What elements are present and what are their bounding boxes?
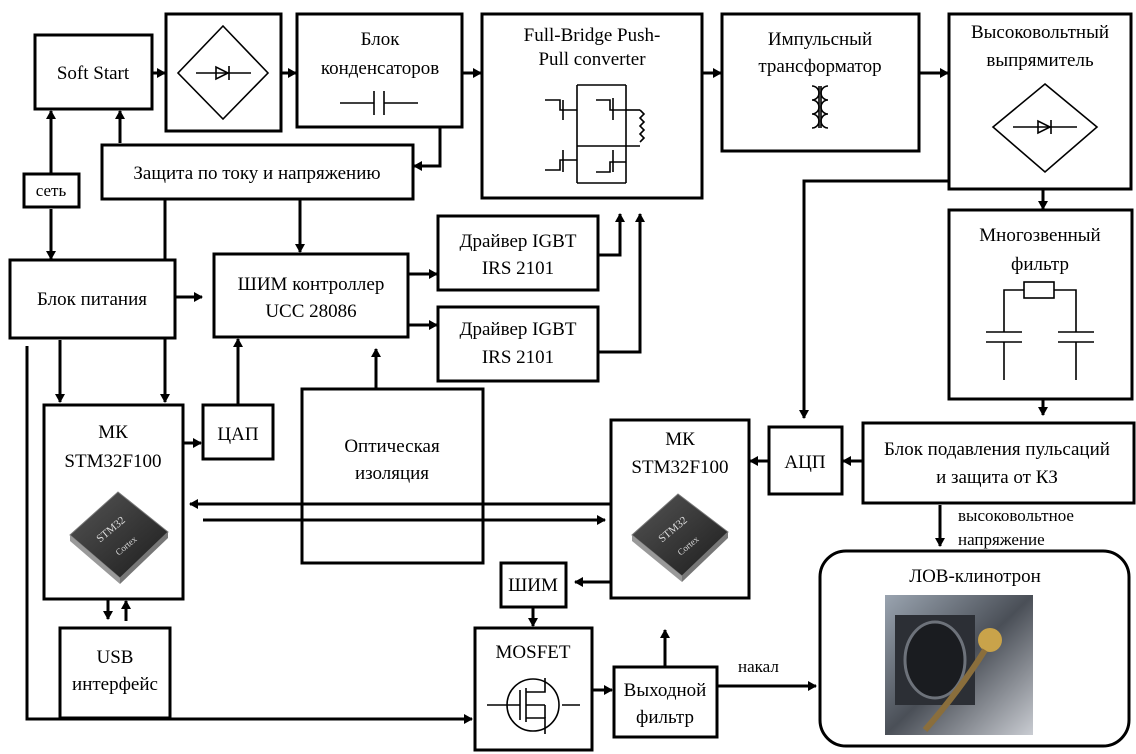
hv-output-label-1: высоковольтное [958,506,1074,525]
hv-rectifier-label-2: выпрямитель [986,50,1094,71]
usb-interface-block: USB интерфейс [60,628,170,718]
transformer-label-1: Импульсный [768,29,872,50]
driver-2-label-2: IRS 2101 [482,347,554,368]
soft-start-block: Soft Start [35,35,152,109]
bwo-clinotron-block: ЛОВ-клинотрон [820,551,1129,746]
pwm-label: ШИМ [508,575,558,596]
input-rectifier-block [166,14,281,131]
ripple-suppression-block: Блок подавления пульсаций и защита от КЗ [863,423,1134,503]
usb-label-2: интерфейс [72,674,158,695]
output-filter-label-2: фильтр [636,707,694,728]
capacitor-bank-block: Блок конденсаторов [297,14,462,127]
pwm-controller-block: ШИМ контроллер UCC 28086 [214,254,408,337]
output-filter-block: Выходной фильтр [614,667,717,737]
output-filter-label-1: Выходной [624,680,707,701]
adc-label: АЦП [784,452,825,473]
converter-label-1: Full-Bridge Push- [524,25,661,46]
pwm-block: ШИМ [501,563,566,607]
filter-label-2: фильтр [1011,254,1069,275]
mcu-right-label-1: МК [665,429,695,450]
mains-block: сеть [24,174,79,207]
mcu-left-label-2: STM32F100 [64,451,161,472]
transformer-block: Импульсный трансформатор [722,14,919,151]
driver-block-1: Драйвер IGBT IRS 2101 [438,216,598,290]
filter-label-1: Многозвенный [979,225,1100,246]
hv-rectifier-label-1: Высоковольтный [971,22,1109,43]
bwo-label: ЛОВ-клинотрон [909,566,1041,587]
driver-2-label-1: Драйвер IGBT [460,319,577,340]
adc-block: АЦП [769,427,842,494]
protection-block: Защита по току и напряжению [102,145,413,199]
converter-block: Full-Bridge Push- Pull converter [482,14,702,198]
driver-block-2: Драйвер IGBT IRS 2101 [438,307,598,381]
ripple-label-2: и защита от КЗ [936,467,1058,488]
transformer-label-2: трансформатор [758,56,881,77]
dac-label: ЦАП [217,424,258,445]
pwm-controller-label-2: UCC 28086 [265,301,356,322]
mosfet-label: MOSFET [496,642,571,663]
multistage-filter-block: Многозвенный фильтр [949,210,1132,399]
hv-rectifier-block: Высоковольтный выпрямитель [949,14,1131,189]
power-supply-label: Блок питания [37,289,147,310]
soft-start-label: Soft Start [57,63,130,84]
usb-label-1: USB [97,647,134,668]
driver-1-label-1: Драйвер IGBT [460,231,577,252]
capacitor-bank-label-2: конденсаторов [321,58,439,79]
optical-isolation-label-1: Оптическая [344,436,440,457]
converter-label-2: Pull converter [538,49,646,70]
protection-label: Защита по току и напряжению [133,163,380,184]
clinotron-photo-icon [885,595,1033,735]
mains-label: сеть [36,181,67,200]
filament-label: накал [738,657,779,676]
mcu-right-label-2: STM32F100 [631,457,728,478]
optical-isolation-block: Оптическая изоляция [302,389,483,563]
ripple-label-1: Блок подавления пульсаций [884,439,1110,460]
capacitor-bank-label-1: Блок [361,29,401,50]
driver-1-label-2: IRS 2101 [482,258,554,279]
hv-output-label-2: напряжение [958,530,1045,549]
mcu-left-block: МК STM32F100 STM32 Cortex [44,405,183,599]
power-supply-block: Блок питания [10,260,175,338]
mcu-right-block: МК STM32F100 STM32 Cortex [611,420,749,598]
mosfet-block: MOSFET [475,628,592,750]
optical-isolation-label-2: изоляция [355,463,429,484]
mcu-left-label-1: МК [98,422,128,443]
pwm-controller-label-1: ШИМ контроллер [238,274,385,295]
dac-block: ЦАП [203,405,273,459]
